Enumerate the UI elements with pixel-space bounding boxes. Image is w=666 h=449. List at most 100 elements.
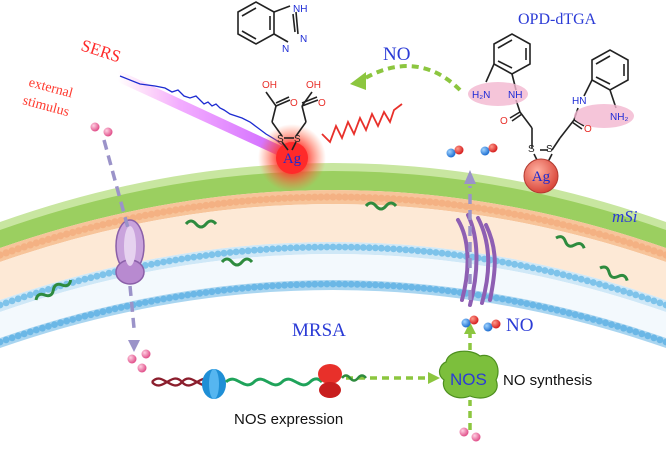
atom-s-opd-left: S <box>528 144 535 155</box>
lipid-head <box>32 239 40 247</box>
atom-s-right: S <box>294 134 301 145</box>
no-release-arrow-head <box>464 170 476 184</box>
lipid-head <box>505 296 512 304</box>
lipid-head <box>505 209 513 217</box>
lipid-head <box>456 201 464 210</box>
lipid-head <box>226 249 234 256</box>
lipid-head <box>481 255 488 263</box>
lipid-head <box>268 195 277 203</box>
lipid-head <box>650 334 658 342</box>
lipid-head <box>341 193 349 201</box>
lipid-head <box>311 280 319 288</box>
lipid-head <box>614 323 621 330</box>
lipid-head <box>571 224 579 232</box>
lipid-head <box>256 283 264 291</box>
lipid-head <box>263 282 270 290</box>
lipid-head <box>329 280 337 288</box>
lipid-head <box>341 280 349 288</box>
lipid-head <box>396 282 403 290</box>
lipid-head <box>269 245 276 253</box>
lipid-head <box>644 295 652 303</box>
lipid-head <box>147 210 155 218</box>
nos-transporter-protein <box>456 213 497 307</box>
lipid-head <box>602 282 609 290</box>
lipid-head <box>63 230 71 238</box>
lipid-head <box>620 287 627 295</box>
lipid-head <box>626 326 634 334</box>
lipid-head <box>438 286 446 294</box>
lipid-head <box>438 199 446 207</box>
lipid-head <box>26 291 34 299</box>
lipid-head <box>662 338 666 346</box>
lipid-head <box>535 302 543 310</box>
lipid-head <box>595 230 604 238</box>
lipid-head <box>359 193 367 202</box>
lipid-head <box>190 203 198 211</box>
lipid-head <box>93 272 101 280</box>
lipid-head <box>571 274 579 282</box>
lipid-head <box>81 225 89 233</box>
lipid-head <box>184 254 192 262</box>
atom-nh2: NH₂ <box>610 112 628 123</box>
lipid-head <box>408 196 416 204</box>
lipid-head <box>493 294 500 302</box>
lipid-head <box>517 211 525 219</box>
lipid-head <box>214 250 222 258</box>
lipid-head <box>135 300 143 307</box>
lipid-head <box>553 219 561 227</box>
lipid-head <box>293 194 301 202</box>
lipid-head <box>432 286 440 293</box>
lipid-head <box>602 319 609 327</box>
nos-enzyme <box>438 350 499 399</box>
atom-nh-benzotriazole: NH <box>293 4 307 15</box>
lipid-head <box>650 297 658 305</box>
lipid-head <box>565 222 573 230</box>
lipid-head <box>371 194 379 202</box>
lipid-head <box>141 299 149 306</box>
excitation-wave <box>321 103 403 144</box>
lipid-head <box>51 321 58 328</box>
sers-laser-beam <box>118 70 292 162</box>
lipid-head <box>287 194 295 202</box>
lipid-head <box>208 201 216 209</box>
lipid-head <box>281 281 288 289</box>
lipid-head <box>275 282 282 289</box>
lipid-head <box>571 311 579 319</box>
atom-o-left: O <box>290 98 298 109</box>
lipid-head <box>632 241 640 249</box>
lipid-head <box>523 300 531 307</box>
lipid-head <box>608 284 615 291</box>
lipid-head <box>511 260 518 268</box>
lipid-head <box>135 213 143 221</box>
lipid-head <box>184 291 192 299</box>
lipid-head <box>93 309 101 317</box>
lipid-head <box>148 260 155 268</box>
lipid-head <box>390 282 397 290</box>
lipid-head <box>299 193 307 202</box>
lipid-head <box>365 194 373 202</box>
lipid-head <box>105 306 113 314</box>
lipid-head <box>178 205 186 213</box>
lipid-head <box>238 247 246 255</box>
lipid-head <box>607 234 616 242</box>
lipid-head <box>511 297 518 305</box>
lipid-head <box>529 301 537 309</box>
stimulus-path-arrow <box>102 139 136 329</box>
amine-highlight-right <box>574 104 634 128</box>
lipid-head <box>87 311 95 319</box>
lipid-head <box>468 203 476 211</box>
no-label-bottom: NO <box>506 315 533 336</box>
lipid-head <box>474 204 482 212</box>
lipid-head <box>523 263 531 270</box>
lipid-head <box>510 210 519 218</box>
lipid-head <box>148 297 155 305</box>
lipid-head <box>378 244 385 252</box>
lipid-head-groups <box>0 193 666 346</box>
no-to-ag-arrow <box>360 64 462 92</box>
lipid-head <box>250 196 258 204</box>
lipid-head <box>238 197 246 205</box>
lipid-head <box>547 305 555 313</box>
lipid-head <box>323 193 331 201</box>
lipid-head <box>244 197 252 205</box>
lipid-head <box>45 286 52 293</box>
